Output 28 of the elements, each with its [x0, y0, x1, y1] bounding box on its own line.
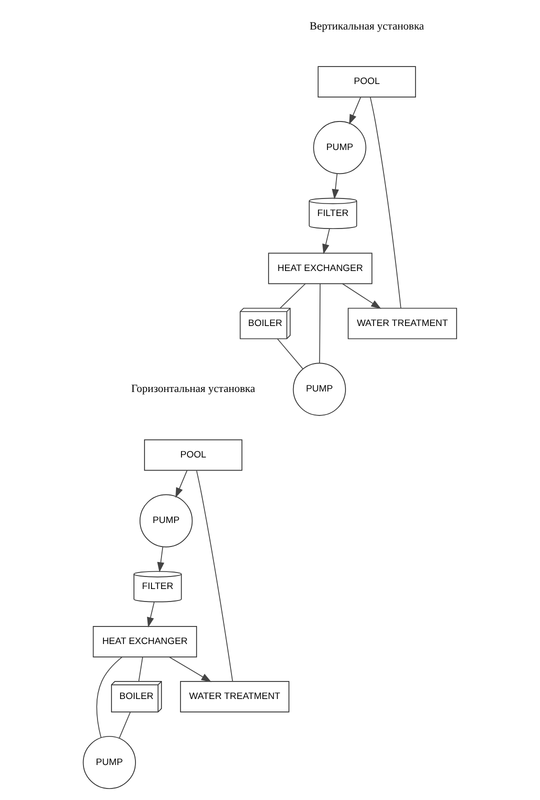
arrow [332, 173, 339, 200]
arrow [342, 283, 382, 309]
connector [277, 338, 304, 370]
node-box: WATER TREATMENT [180, 681, 290, 712]
node-box: HEAT EXCHANGER [268, 252, 372, 284]
node-box: POOL [144, 439, 242, 471]
node-box: HEAT EXCHANGER [92, 626, 198, 658]
node-box: WATER TREATMENT [348, 308, 458, 340]
label: Горизонтальная установка [131, 383, 256, 396]
label: Вертикальная установка [310, 20, 424, 33]
connector [138, 656, 144, 682]
arrow [175, 470, 188, 498]
arrow [168, 656, 212, 682]
arrow [349, 96, 362, 125]
arrow [147, 602, 155, 628]
connector [280, 283, 306, 308]
node-box: POOL [318, 66, 416, 98]
connector [370, 97, 402, 309]
arrow [157, 546, 164, 572]
connector [96, 656, 122, 738]
node-circle: PUMP [292, 362, 346, 416]
connector [196, 470, 234, 682]
connector [319, 283, 321, 364]
connector [118, 712, 131, 739]
node-circle: PUMP [140, 494, 193, 548]
node-circle: PUMP [313, 121, 366, 174]
arrow [322, 228, 330, 254]
node-circle: PUMP [82, 736, 136, 790]
